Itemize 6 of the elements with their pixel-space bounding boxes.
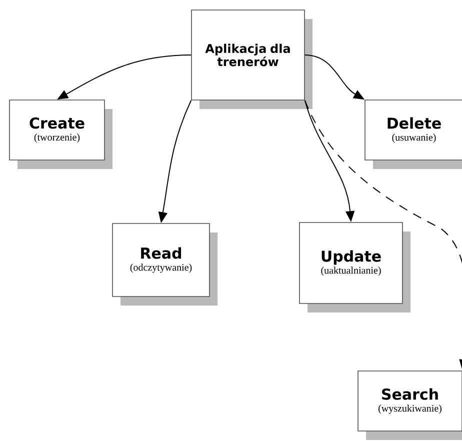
operation-box: Search (wyszukiwanie) [358, 370, 462, 440]
operation-box: Create (tworzenie) [9, 100, 112, 169]
operation-box: Update (uaktualnianie) [299, 222, 410, 312]
operation-box: Delete (usuwanie) [364, 100, 462, 169]
app-box: Aplikacja dla trenerów [191, 10, 312, 109]
operation-box: Read (odczytywanie) [112, 223, 218, 306]
